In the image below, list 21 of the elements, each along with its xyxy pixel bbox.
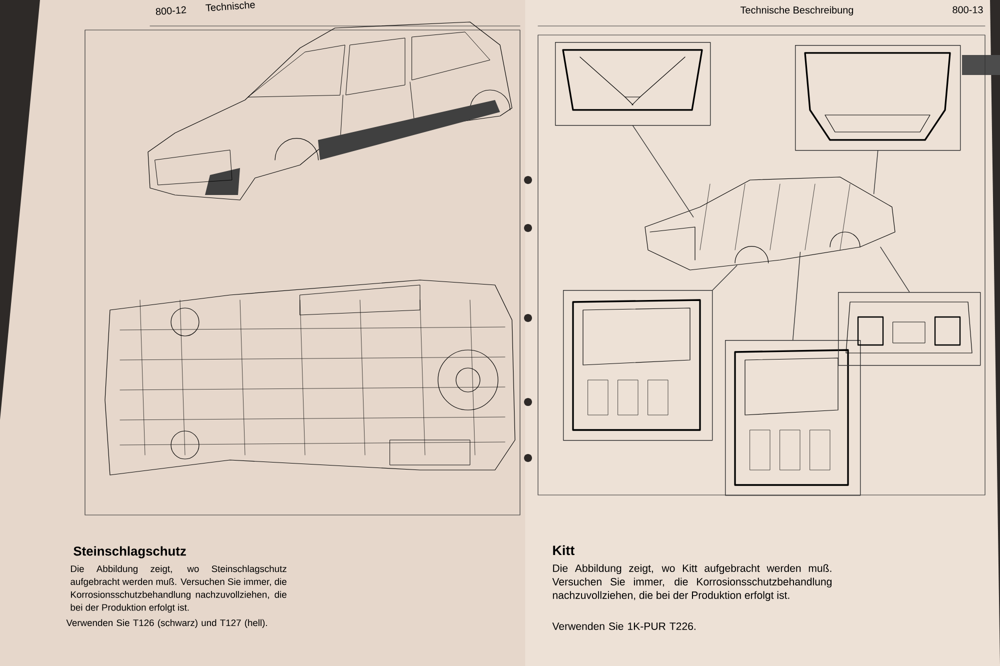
leader-line bbox=[792, 252, 801, 340]
tailgate-inset-drawing bbox=[795, 44, 961, 151]
leader-line bbox=[873, 150, 878, 194]
paragraph: Verwenden Sie T126 (schwarz) und T127 (hell). bbox=[66, 619, 267, 628]
section-heading: Steinschlagschutz bbox=[74, 546, 186, 558]
hood-inset-drawing bbox=[555, 42, 711, 126]
running-header: Technische Beschreibung bbox=[740, 6, 854, 16]
page-number: 800-13 bbox=[952, 6, 983, 14]
paragraph: Die Abbildung zeigt, wo Steinschlagschutz aufgebracht werden muß. Versuchen Sie immer, die Korrosionsschutzbehandlung nachzuvollziehen, die bei der Produktion erfolgt ist. bbox=[70, 565, 286, 613]
paragraph: Die Abbildung zeigt, wo Kitt aufgebracht werden muß. Versuchen Sie immer, die Korrosionsschutzbehandlung nachzuvollziehen, die bei der Produktion erfolgt ist. bbox=[552, 564, 832, 601]
rear-panel-inset-drawing bbox=[838, 292, 981, 366]
section-heading: Kitt bbox=[553, 545, 575, 556]
car-body-drawing bbox=[644, 176, 896, 270]
leader-line bbox=[712, 265, 738, 290]
running-header: Technische bbox=[206, 1, 255, 12]
leader-line bbox=[880, 246, 910, 292]
rear-door-inset-drawing bbox=[725, 340, 861, 496]
leader-line bbox=[632, 125, 694, 218]
front-door-inset-drawing bbox=[563, 290, 713, 441]
page-number: 800-12 bbox=[156, 6, 186, 16]
paragraph: Verwenden Sie 1K-PUR T226. bbox=[552, 622, 696, 630]
